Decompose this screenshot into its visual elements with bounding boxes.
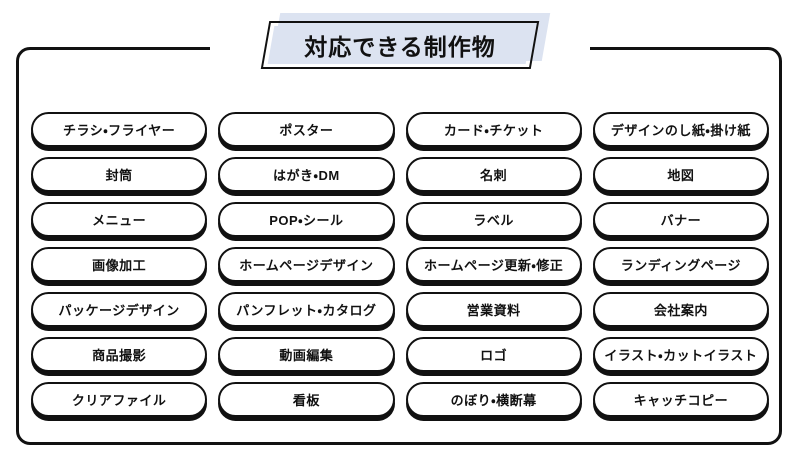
product-pill: 営業資料 bbox=[405, 292, 582, 327]
product-label: パンフレット・カタログ bbox=[236, 303, 377, 318]
section-title: 対応できる制作物 bbox=[304, 34, 496, 60]
product-pill: バナー bbox=[592, 202, 769, 237]
product-label: 看板 bbox=[292, 393, 320, 408]
product-pill: カード・チケット bbox=[405, 112, 582, 147]
product-pill: ランディングページ bbox=[592, 247, 769, 282]
product-label: 画像加工 bbox=[92, 258, 147, 273]
product-label: ラベル bbox=[473, 213, 514, 228]
product-pill: ポスター bbox=[218, 112, 395, 147]
product-label: ロゴ bbox=[480, 348, 508, 363]
product-label: バナー bbox=[660, 213, 702, 228]
product-pill: はがき・DM bbox=[218, 157, 395, 192]
product-label: 会社案内 bbox=[653, 303, 708, 318]
product-pill: ロゴ bbox=[405, 337, 582, 372]
product-pill: ホームページデザイン bbox=[218, 247, 395, 282]
product-label: POP・シール bbox=[269, 213, 344, 228]
product-label: イラスト・カットイラスト bbox=[604, 348, 758, 363]
product-label: メニュー bbox=[92, 213, 147, 228]
section-title-banner: 対応できる制作物 bbox=[210, 4, 590, 84]
product-pill: 名刺 bbox=[405, 157, 582, 192]
product-pill: キャッチコピー bbox=[592, 382, 769, 417]
product-label: カード・チケット bbox=[443, 123, 544, 138]
product-pill: 会社案内 bbox=[592, 292, 769, 327]
product-label: 動画編集 bbox=[279, 348, 334, 363]
product-label: 商品撮影 bbox=[92, 348, 147, 363]
product-label: 営業資料 bbox=[466, 303, 521, 318]
product-pill: チラシ・フライヤー bbox=[31, 112, 208, 147]
product-label: チラシ・フライヤー bbox=[62, 123, 176, 138]
product-pill: 封筒 bbox=[31, 157, 208, 192]
product-pill: 商品撮影 bbox=[31, 337, 208, 372]
product-pill: 動画編集 bbox=[218, 337, 395, 372]
product-pill: POP・シール bbox=[218, 202, 395, 237]
product-pill: ラベル bbox=[405, 202, 582, 237]
product-pill: 画像加工 bbox=[31, 247, 208, 282]
product-label: ホームページ更新・修正 bbox=[423, 258, 564, 273]
products-grid: チラシ・フライヤー ポスター カード・チケット デザインのし紙・掛け紙封筒 はがき・DM… bbox=[31, 112, 769, 417]
product-pill: 看板 bbox=[218, 382, 395, 417]
product-pill: のぼり・横断幕 bbox=[405, 382, 582, 417]
product-label: はがき・DM bbox=[273, 168, 340, 183]
product-pill: パッケージデザイン bbox=[31, 292, 208, 327]
product-label: ホームページデザイン bbox=[239, 258, 374, 273]
product-pill: デザインのし紙・掛け紙 bbox=[592, 112, 769, 147]
product-label: キャッチコピー bbox=[633, 393, 729, 408]
product-pill: イラスト・カットイラスト bbox=[592, 337, 769, 372]
product-label: クリアファイル bbox=[71, 393, 167, 408]
product-pill: ホームページ更新・修正 bbox=[405, 247, 582, 282]
product-label: のぼり・横断幕 bbox=[450, 393, 537, 408]
product-label: デザインのし紙・掛け紙 bbox=[610, 123, 751, 138]
product-pill: 地図 bbox=[592, 157, 769, 192]
product-label: ポスター bbox=[279, 123, 334, 138]
product-pill: クリアファイル bbox=[31, 382, 208, 417]
product-label: パッケージデザイン bbox=[58, 303, 180, 318]
product-label: ランディングページ bbox=[620, 258, 742, 273]
product-pill: メニュー bbox=[31, 202, 208, 237]
product-label: 封筒 bbox=[105, 168, 133, 183]
product-pill: パンフレット・カタログ bbox=[218, 292, 395, 327]
product-label: 地図 bbox=[667, 168, 695, 183]
product-label: 名刺 bbox=[480, 168, 508, 183]
